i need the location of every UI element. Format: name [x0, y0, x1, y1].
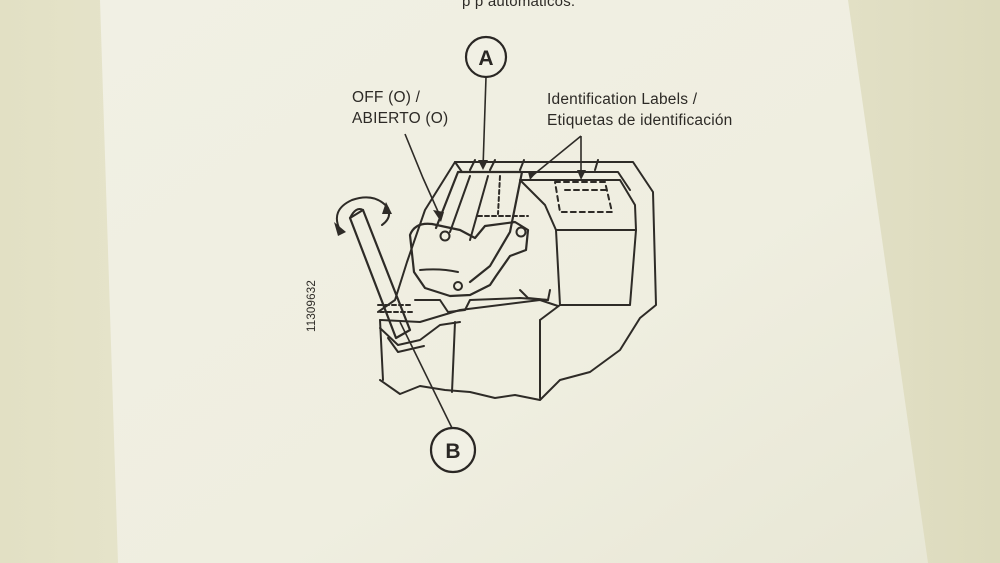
callout-a-letter: A [478, 47, 493, 70]
callout-b: B [429, 426, 477, 474]
off-label-line2: ABIERTO (O) [352, 110, 449, 127]
off-label-line1: OFF (O) / [352, 89, 421, 106]
leader-off [404, 133, 441, 217]
leader-lines [399, 76, 586, 429]
header-text-fragment: p p automáticos. [462, 0, 576, 10]
breaker-illustration [334, 159, 657, 401]
leader-id-1 [531, 135, 582, 177]
toggle-lever [434, 170, 524, 284]
callout-a-circle [464, 35, 508, 79]
callout-a: A [464, 35, 508, 79]
figure-number: 11309632 [306, 280, 318, 332]
paper-sheet [100, 0, 928, 563]
accessory-rod [348, 208, 412, 340]
label-dashed-box [554, 181, 613, 213]
id-label-line1: Identification Labels / [547, 91, 698, 108]
id-label-line2: Etiquetas de identificación [547, 112, 733, 129]
leader-a [482, 76, 487, 169]
callout-b-letter: B [445, 440, 460, 463]
callout-b-circle [429, 426, 477, 474]
rotation-arrow [336, 196, 391, 231]
leader-b [399, 321, 453, 429]
